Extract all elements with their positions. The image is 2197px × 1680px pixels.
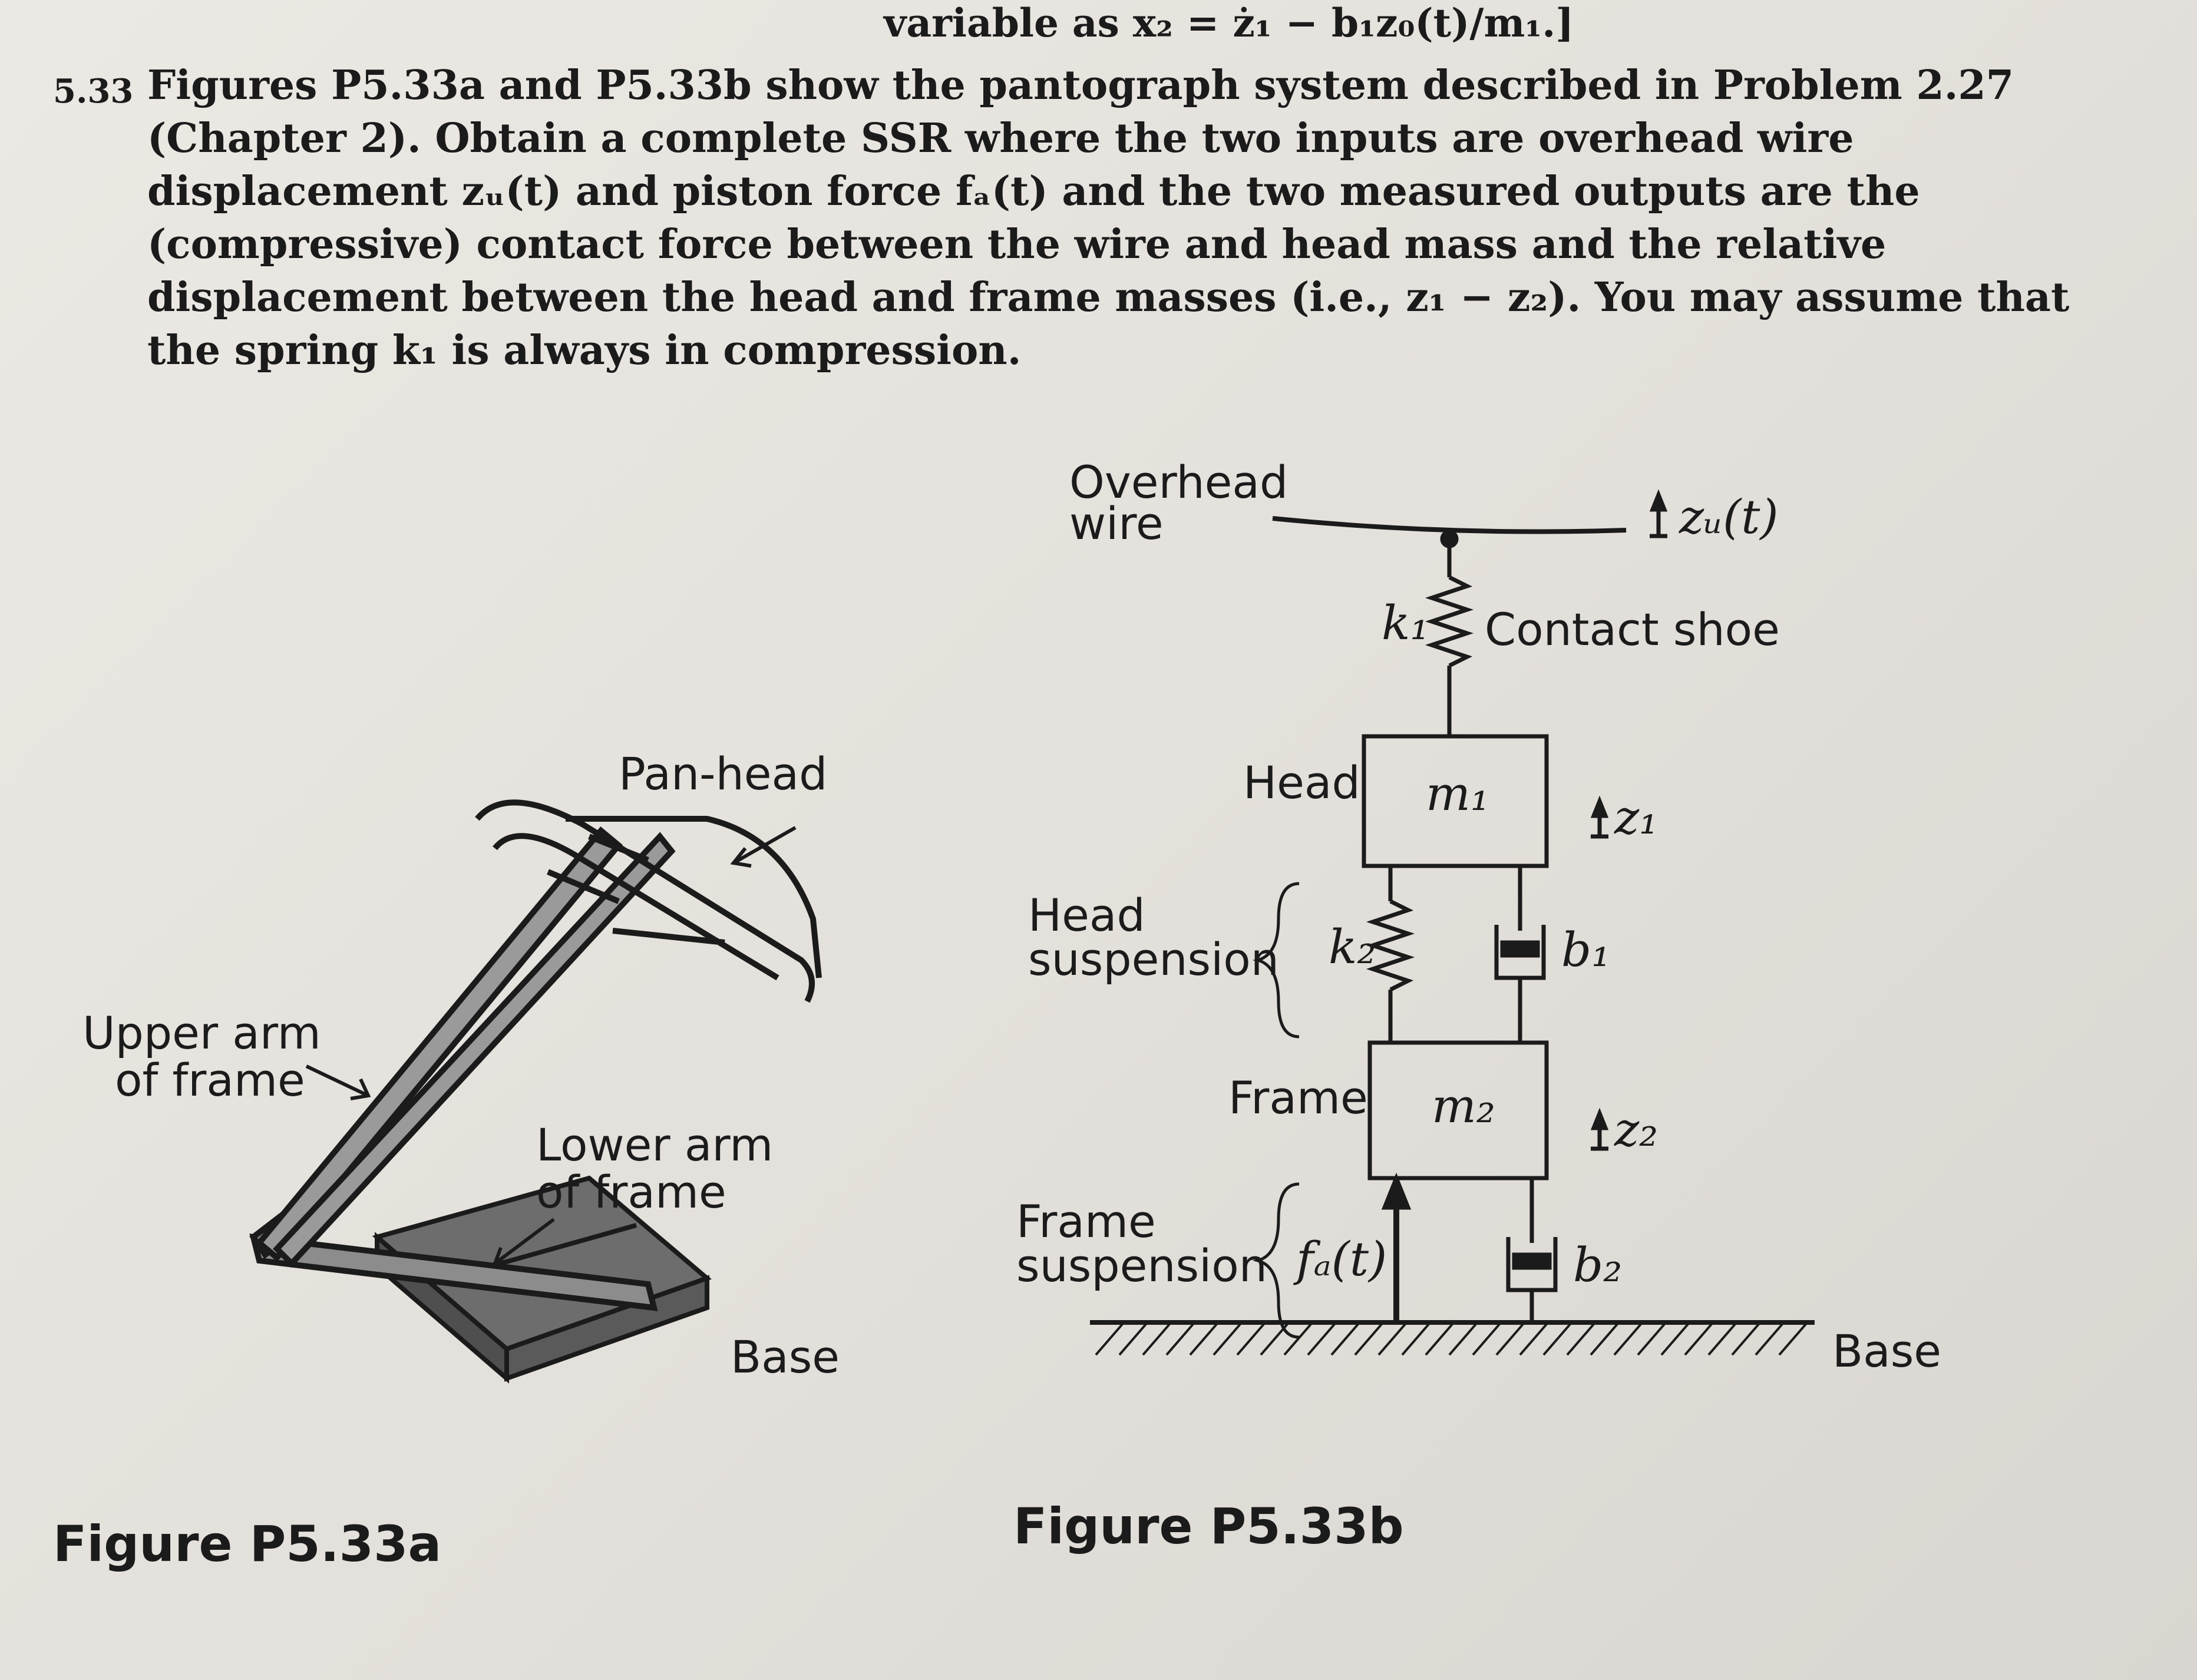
- label-frame-susp-2: suspension: [1016, 1239, 1267, 1292]
- damper-b2: [1506, 1237, 1558, 1292]
- symbol-k2: k₂: [1329, 920, 1376, 974]
- lumped-model-labels: Overhead wire zᵤ(t) k₁ Contact shoe Head…: [1013, 456, 1941, 1555]
- previous-problem-tail: variable as x₂ = ż₁ − b₁z₀(t)/m₁.]: [884, 0, 1574, 46]
- pantograph-drawing: Pan-head Upper arm of frame Lower arm of…: [53, 748, 840, 1573]
- caption-figure-a: Figure P5.33a: [53, 1515, 441, 1573]
- label-base-b: Base: [1832, 1325, 1941, 1377]
- leader-arrows: [305, 826, 797, 1266]
- ground-hatch: [1095, 1323, 1807, 1356]
- label-frame: Frame: [1228, 1072, 1368, 1124]
- label-upper-arm-1: Upper arm: [82, 1007, 321, 1059]
- head-suspension-brace: [1252, 882, 1300, 1039]
- label-upper-arm-2: of frame: [115, 1054, 305, 1106]
- frame-suspension-brace: [1252, 1182, 1300, 1339]
- label-lower-arm-1: Lower arm: [536, 1119, 773, 1171]
- damper-b1: [1494, 925, 1546, 980]
- label-contact-shoe: Contact shoe: [1485, 603, 1780, 656]
- mass-m2: [1367, 1040, 1549, 1180]
- symbol-m2: m₂: [1432, 1079, 1495, 1133]
- label-base-a: Base: [731, 1331, 840, 1383]
- lumped-model: [1090, 489, 1815, 1356]
- mass-m1: [1362, 734, 1549, 868]
- symbol-zw: zᵤ(t): [1679, 490, 1779, 544]
- symbol-b2: b₂: [1573, 1238, 1622, 1292]
- spring-k2: [1366, 899, 1415, 992]
- caption-figure-b: Figure P5.33b: [1013, 1497, 1404, 1555]
- spring-k1: [1425, 575, 1474, 668]
- symbol-z1: z₁: [1614, 790, 1658, 845]
- symbol-m1: m₁: [1426, 766, 1489, 821]
- label-overhead-2: wire: [1069, 497, 1164, 550]
- label-lower-arm-2: of frame: [536, 1166, 726, 1218]
- label-head: Head: [1243, 756, 1360, 809]
- label-frame-susp-1: Frame: [1016, 1195, 1156, 1248]
- overhead-wire-line: [1272, 516, 1627, 534]
- force-fa-arrowhead: [1381, 1172, 1412, 1210]
- label-head-susp-2: suspension: [1028, 933, 1279, 985]
- label-overhead-1: Overhead: [1069, 456, 1288, 508]
- problem-text: Figures P5.33a and P5.33b show the panto…: [147, 62, 2070, 374]
- label-pan-head: Pan-head: [619, 748, 827, 800]
- pan-head-shape: [475, 799, 822, 1003]
- problem-block: 5.33 Figures P5.33a and P5.33b show the …: [53, 59, 2150, 377]
- symbol-b1: b₁: [1561, 922, 1610, 977]
- figure-area: Pan-head Upper arm of frame Lower arm of…: [53, 456, 1941, 1573]
- problem-number: 5.33: [53, 72, 134, 111]
- label-head-susp-1: Head: [1028, 889, 1145, 941]
- symbol-k1: k₁: [1382, 596, 1429, 650]
- symbol-fa: fₐ(t): [1293, 1232, 1387, 1287]
- symbol-z2: z₂: [1614, 1102, 1658, 1157]
